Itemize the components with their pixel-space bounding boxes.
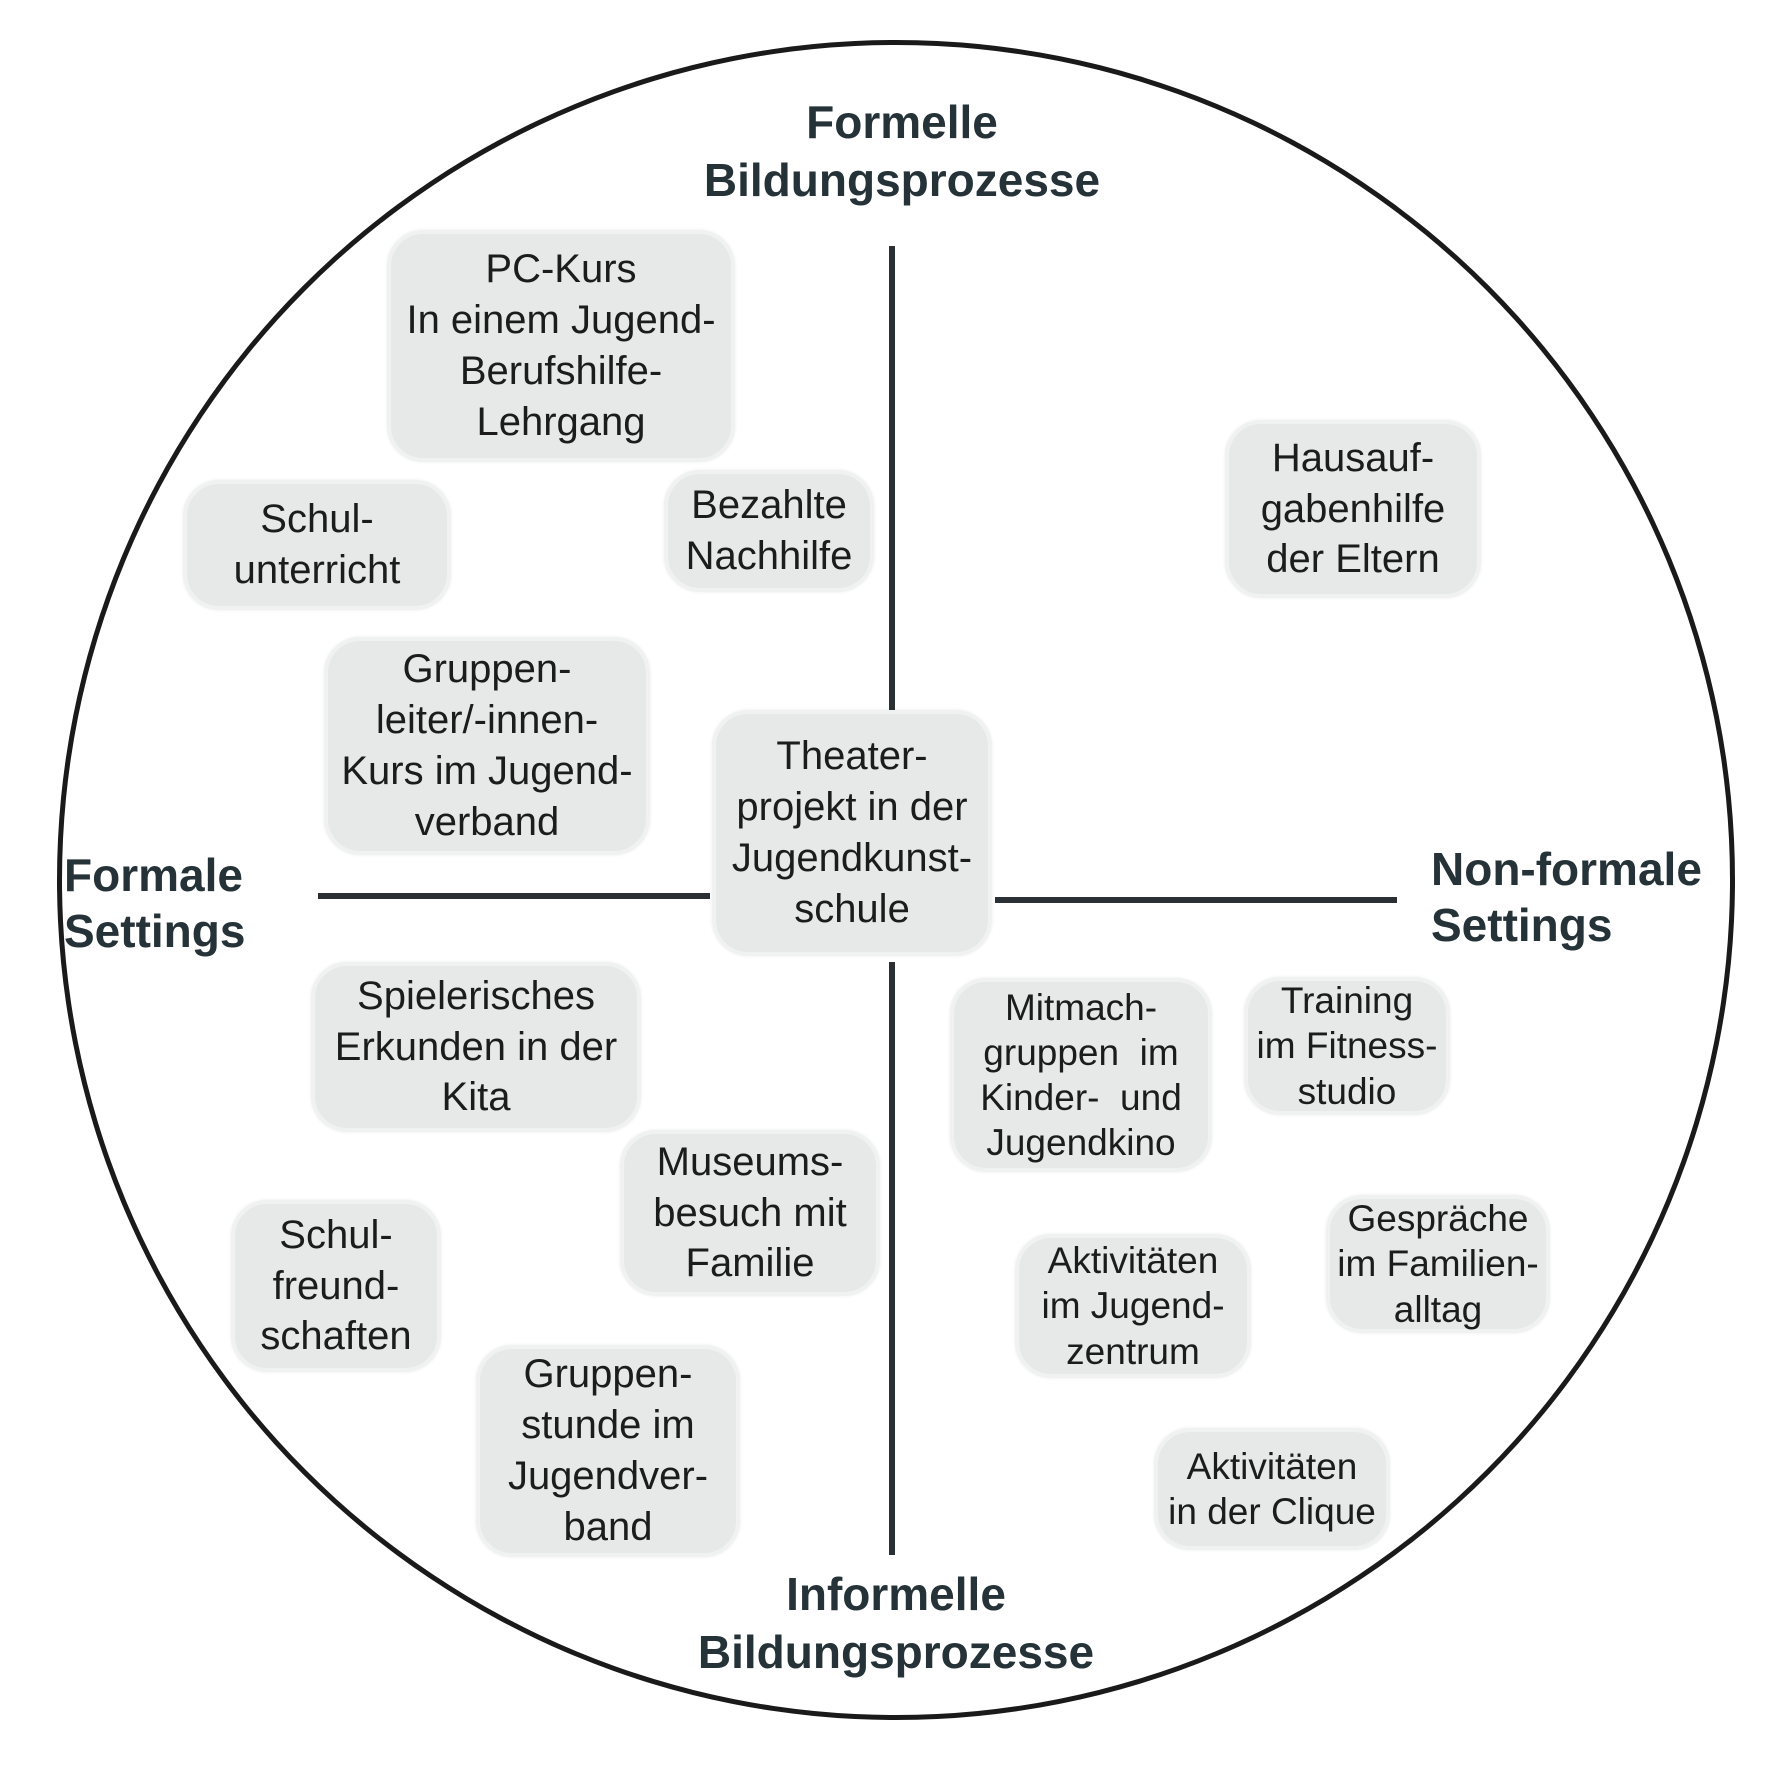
axis-line-right [995, 897, 1397, 903]
node-text: Nachhilfe [685, 534, 853, 578]
heading-line: Settings [1431, 898, 1613, 951]
node-text: gabenhilfe [1260, 486, 1446, 531]
node-gruppenstunde: Gruppen- stunde im Jugendver- band [476, 1345, 740, 1557]
node-theaterprojekt: Theater- projekt in der Jugendkunst- sch… [712, 710, 992, 956]
node-text: Gespräche [1347, 1198, 1529, 1240]
node-hausaufgabenhilfe: Hausauf- gabenhilfe der Eltern [1225, 420, 1481, 598]
heading-line: Bildungsprozesse [697, 1626, 1095, 1679]
node-gespraeche-familienalltag: Gespräche im Familien- alltag [1326, 1195, 1550, 1333]
node-schulfreundschaften: Schul- freund- schaften [231, 1200, 441, 1372]
axis-line-left [318, 893, 710, 899]
heading-line: Bildungsprozesse [703, 154, 1101, 207]
node-text: freund- [272, 1263, 400, 1308]
node-text: Erkunden in der [334, 1024, 618, 1069]
node-text: Museums- [656, 1139, 844, 1184]
node-text: im Jugend- [1041, 1285, 1225, 1327]
node-text: schaften [260, 1314, 412, 1359]
node-text: Kinder- und [980, 1077, 1182, 1118]
node-text: PC-Kurs [485, 247, 637, 292]
node-text: Jugendkunst- [731, 836, 973, 880]
node-spielerisches-erkunden: Spielerisches Erkunden in der Kita [311, 962, 641, 1132]
heading-non-formale-settings: Non-formale Settings [1431, 842, 1702, 953]
node-text: In einem Jugend- [406, 298, 716, 343]
node-text: Berufshilfe- [459, 349, 663, 393]
outer-circle [57, 40, 1735, 1720]
node-text: Aktivitäten [1047, 1240, 1219, 1282]
node-text: Kita [441, 1075, 511, 1120]
node-text: schule [794, 886, 910, 931]
node-text: band [563, 1504, 653, 1549]
node-training-fitness: Training im Fitness- studio [1244, 977, 1450, 1115]
node-text: der Eltern [1266, 537, 1440, 582]
node-text: Spielerisches [357, 973, 595, 1018]
node-text: Jugendver- [507, 1454, 709, 1498]
node-text: Lehrgang [476, 399, 646, 444]
heading-formelle-bildungsprozesse: Formelle Bildungsprozesse [687, 93, 1117, 210]
node-text: zentrum [1066, 1330, 1200, 1372]
node-aktivitaeten-clique: Aktivitäten in der Clique [1154, 1428, 1390, 1550]
node-text: Aktivitäten [1186, 1445, 1358, 1487]
node-text: Jugendkino [986, 1122, 1176, 1164]
axis-line-top [889, 246, 895, 714]
node-text: unterricht [233, 548, 401, 592]
node-schulunterricht: Schul- unterricht [183, 480, 451, 610]
heading-informelle-bildungsprozesse: Informelle Bildungsprozesse [681, 1565, 1111, 1682]
node-text: Bezahlte [691, 483, 847, 528]
node-text: alltag [1393, 1288, 1483, 1330]
heading-line: Non-formale [1431, 843, 1702, 895]
node-text: Gruppen- [402, 647, 572, 692]
node-text: Hausauf- [1271, 435, 1435, 480]
node-text: im Fitness- [1256, 1025, 1438, 1067]
node-text: Familie [685, 1241, 815, 1286]
heading-line: Informelle [786, 1568, 1006, 1620]
node-gruppenleiter-kurs: Gruppen- leiter/-innen- Kurs im Jugend- … [324, 637, 650, 855]
node-text: Gruppen- [523, 1352, 693, 1397]
node-bezahlte-nachhilfe: Bezahlte Nachhilfe [664, 470, 874, 592]
node-text: leiter/-innen- [375, 698, 599, 743]
node-text: in der Clique [1168, 1491, 1376, 1532]
node-text: stunde im [521, 1403, 695, 1448]
node-museumsbesuch: Museums- besuch mit Familie [620, 1130, 880, 1296]
node-text: besuch mit [653, 1190, 847, 1235]
node-mitmachgruppen: Mitmach- gruppen im Kinder- und Jugendki… [950, 978, 1212, 1172]
node-text: Training [1280, 980, 1414, 1022]
node-text: Theater- [776, 734, 928, 779]
node-text: gruppen im [983, 1031, 1179, 1073]
heading-line: Formelle [806, 96, 998, 148]
node-text: verband [414, 799, 560, 844]
node-aktivitaeten-jugendzentrum: Aktivitäten im Jugend- zentrum [1015, 1234, 1251, 1378]
node-text: Schul- [260, 497, 374, 542]
node-text: projekt in der [736, 785, 968, 830]
node-text: studio [1297, 1070, 1397, 1112]
node-text: Mitmach- [1004, 986, 1158, 1028]
node-text: Kurs im Jugend- [341, 749, 633, 793]
node-pc-kurs: PC-Kurs In einem Jugend- Berufshilfe- Le… [387, 230, 735, 462]
heading-line: Formale [64, 849, 243, 901]
node-text: Schul- [279, 1212, 393, 1257]
heading-line: Settings [64, 904, 246, 957]
axis-line-bottom [889, 962, 895, 1555]
heading-formale-settings: Formale Settings [64, 848, 245, 959]
node-text: im Familien- [1337, 1243, 1539, 1285]
